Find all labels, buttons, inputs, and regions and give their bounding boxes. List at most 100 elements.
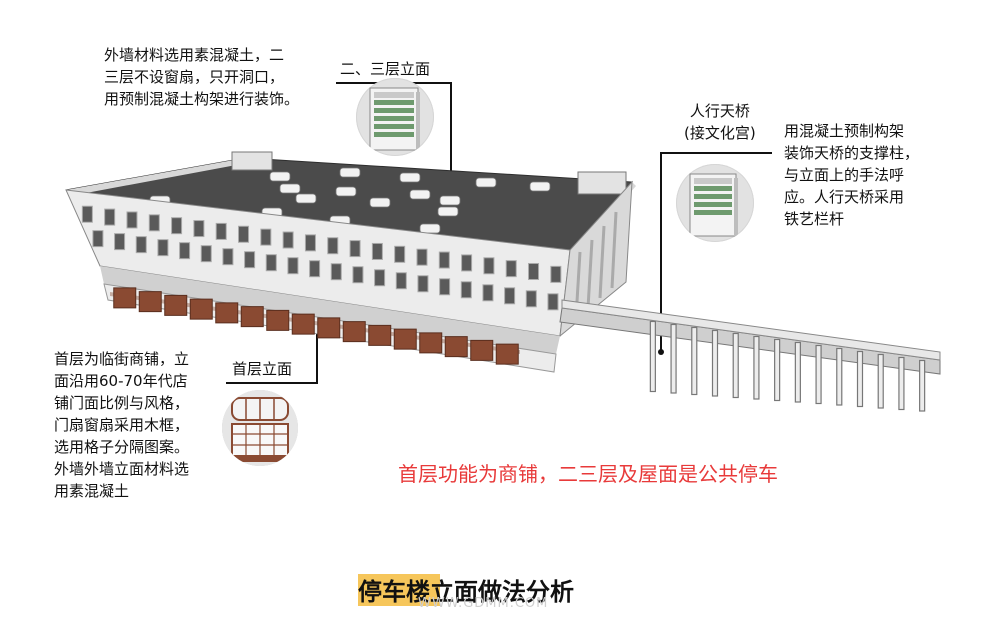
shopfront	[317, 317, 341, 339]
bridge-column	[856, 350, 864, 408]
bridge-column	[670, 323, 677, 394]
facade-window	[200, 245, 212, 263]
leader-line	[226, 382, 318, 384]
leader-dot	[658, 349, 664, 355]
shopfront	[266, 309, 290, 331]
facade-window	[114, 233, 126, 251]
roof-cars	[149, 167, 551, 234]
shopfront	[138, 291, 162, 313]
bridge-detail	[676, 164, 754, 242]
facade-window	[525, 290, 537, 308]
facade-window	[222, 248, 234, 266]
facade-window	[215, 222, 227, 240]
facade-window	[330, 263, 342, 281]
bridge-column	[919, 359, 926, 412]
facade-window	[309, 260, 321, 278]
bridge-column	[711, 329, 719, 397]
facade-window	[352, 266, 364, 284]
bridge-column	[753, 335, 760, 400]
bridge-label: 人行天桥 (接文化宫)	[684, 100, 756, 144]
page-title: 停车楼立面做法分析	[358, 578, 574, 606]
facade-window	[148, 214, 160, 232]
ground-facade-detail	[222, 390, 298, 466]
shopfront	[189, 298, 213, 320]
facade-window	[438, 251, 450, 269]
watermark: WWW.GDMM.COM	[418, 596, 549, 611]
shopfront	[393, 328, 417, 350]
annotation-line: 三层不设窗扇，只开洞口，	[104, 68, 285, 86]
facade-window	[81, 205, 93, 223]
facade-window	[547, 293, 559, 311]
shopfront	[419, 332, 443, 354]
facade-window	[179, 242, 191, 260]
facade-window	[157, 239, 169, 257]
facade-window	[260, 228, 272, 246]
title-highlight	[358, 574, 440, 606]
bridge-description: 用混凝土预制构架 装饰天桥的支撑柱， 与立面上的手法呼 应。人行天桥采用 铁艺栏…	[784, 120, 919, 230]
facade-window	[505, 260, 517, 278]
annotation-line: 人行天桥	[689, 102, 750, 120]
facade-window	[238, 225, 250, 243]
facade-window	[483, 257, 495, 275]
facade-window	[482, 284, 494, 302]
bridge-column	[774, 338, 781, 402]
shopfront	[164, 294, 188, 316]
leader-line	[660, 152, 662, 352]
facade-window	[327, 237, 339, 255]
leader-line	[660, 152, 772, 154]
bridge-column	[898, 356, 905, 411]
facade-window	[461, 254, 473, 272]
shopfront	[444, 336, 468, 358]
pedestrian-bridge	[559, 299, 941, 412]
shopfront	[495, 343, 519, 365]
annotation-line: 选用格子分隔图案。	[54, 438, 190, 456]
shopfront	[470, 339, 494, 361]
bridge-column	[794, 341, 801, 403]
annotation-line: 铺门面比例与风格，	[54, 394, 190, 412]
annotation-line: 面沿用60-70年代店	[54, 372, 188, 390]
facade-window	[504, 287, 516, 305]
shopfront	[215, 302, 239, 324]
facade-window	[528, 263, 540, 281]
facade-windows	[81, 205, 562, 311]
annotation-line: 用混凝土预制构架	[784, 122, 905, 140]
annotation-line: 用预制混凝土构架进行装饰。	[104, 90, 300, 108]
upper-wall-annotation: 外墙材料选用素混凝土，二 三层不设窗扇，只开洞口， 用预制混凝土构架进行装饰。	[104, 44, 299, 110]
annotation-line: (接文化宫)	[684, 124, 756, 142]
annotation-line: 铁艺栏杆	[784, 210, 845, 228]
facade-window	[371, 242, 383, 260]
facade-window	[104, 208, 116, 226]
facade-window	[395, 272, 407, 290]
annotation-line: 外墙外墙立面材料选	[54, 460, 190, 478]
upper-facade-label: 二、三层立面	[340, 60, 431, 78]
bridge-column	[691, 326, 698, 396]
bridge-column	[732, 332, 739, 399]
facade-window	[374, 269, 386, 287]
facade-window	[126, 211, 138, 229]
bridge-column	[815, 344, 822, 405]
bridge-column	[877, 353, 884, 409]
leader-line	[316, 310, 318, 384]
annotation-line: 首层为临街商铺，立	[54, 350, 190, 368]
facade-window	[417, 275, 429, 293]
facade-window	[135, 236, 147, 254]
facade-window	[304, 234, 316, 252]
facade-window	[193, 220, 205, 238]
facade-window	[550, 265, 562, 283]
annotation-line: 与立面上的手法呼	[784, 166, 905, 184]
facade-window	[92, 230, 104, 248]
bridge-column	[836, 347, 843, 406]
shopfront	[342, 321, 366, 343]
bridge-column	[649, 320, 656, 393]
function-highlight: 首层功能为商铺，二三层及屋面是公共停车	[398, 462, 778, 486]
ground-shopfronts	[113, 287, 519, 365]
shopfront	[368, 324, 392, 346]
annotation-line: 应。人行天桥采用	[784, 188, 905, 206]
shopfront	[113, 287, 137, 309]
facade-window	[244, 251, 256, 269]
ground-description: 首层为临街商铺，立 面沿用60-70年代店 铺门面比例与风格， 门扇窗扇采用木框…	[54, 348, 189, 502]
facade-window	[439, 278, 451, 296]
annotation-line: 外墙材料选用素混凝土，二	[104, 46, 285, 64]
annotation-line: 装饰天桥的支撑柱，	[784, 144, 920, 162]
